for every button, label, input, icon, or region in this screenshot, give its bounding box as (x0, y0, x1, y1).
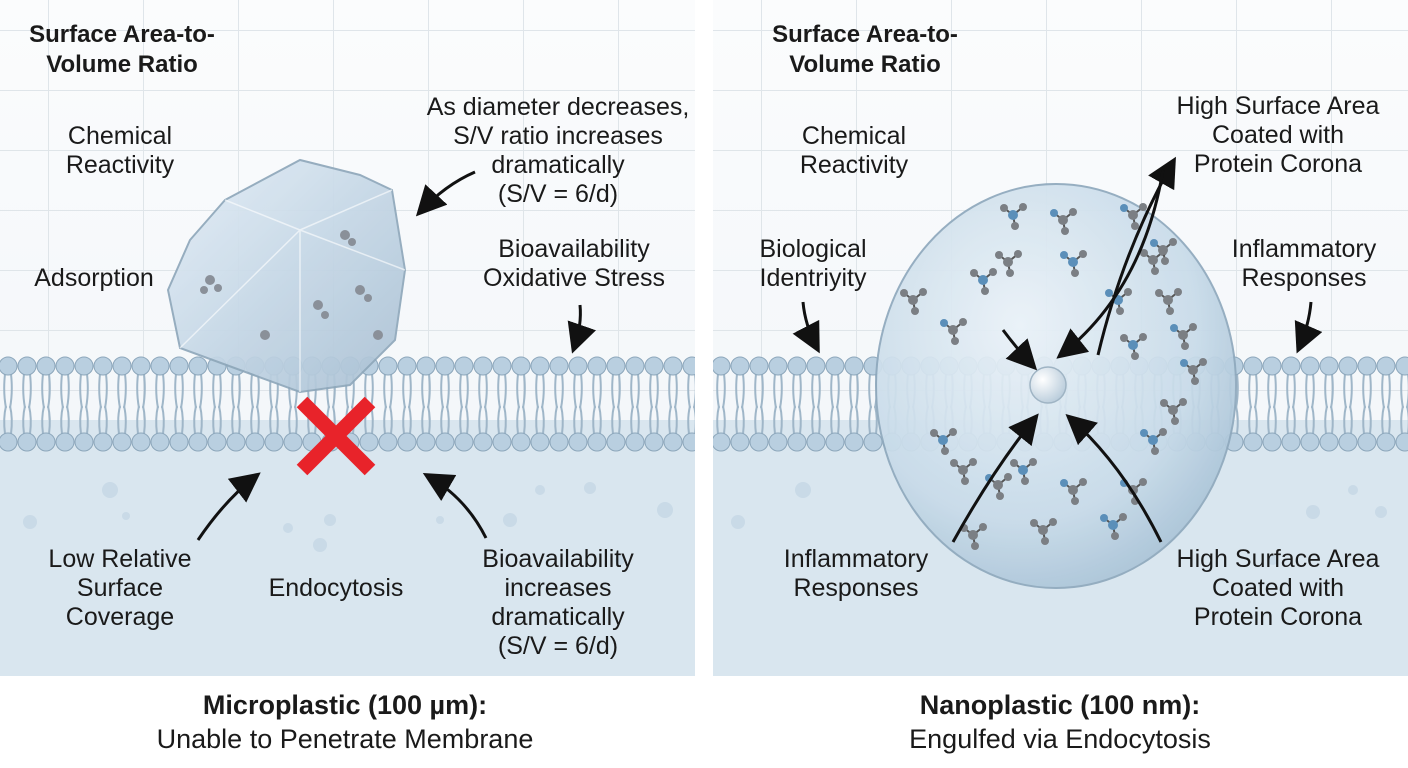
right-title: Surface Area-to-Volume Ratio (772, 21, 958, 78)
arrow-corona-inward (1056, 169, 1165, 359)
cytoplasm (0, 420, 695, 676)
blocked-cross-icon (296, 396, 376, 476)
nanoplastic-caption: Nanoplastic (100 nm): Engulfed via Endoc… (909, 690, 1211, 754)
cytoplasm-vesicles (731, 482, 1387, 565)
label-sv-ratio: As diameter decreases,S/V ratio increase… (426, 93, 690, 208)
nanoplastic-illustration (713, 156, 1408, 676)
microplastic-caption: Microplastic (100 µm): Unable to Penetra… (156, 690, 534, 754)
arrow-inflammatory-bottom (951, 413, 1039, 543)
cytoplasm-vesicles (23, 482, 673, 565)
microplastic-illustration (0, 158, 695, 676)
arrow-to-membrane (567, 304, 597, 354)
arrow-corona-bottom (1065, 414, 1163, 543)
arrow-bioavailability (422, 472, 488, 539)
nanoplastic-particle (1029, 366, 1067, 404)
label-endocytosis: Endocytosis (268, 574, 404, 602)
left-title: Surface Area-to-Volume Ratio (29, 21, 215, 78)
panel-divider (695, 0, 713, 676)
label-adsorption: Adsorption (34, 264, 154, 292)
arrow-biological-identity (792, 301, 820, 354)
arrow-inflammatory-top (1294, 301, 1323, 354)
microplastic-particle (166, 158, 407, 394)
arrow-to-particle (415, 170, 476, 217)
arrow-low-coverage (196, 472, 261, 541)
arrow-chemical-inward (1001, 329, 1038, 371)
protein-corona-molecules (900, 203, 1207, 550)
